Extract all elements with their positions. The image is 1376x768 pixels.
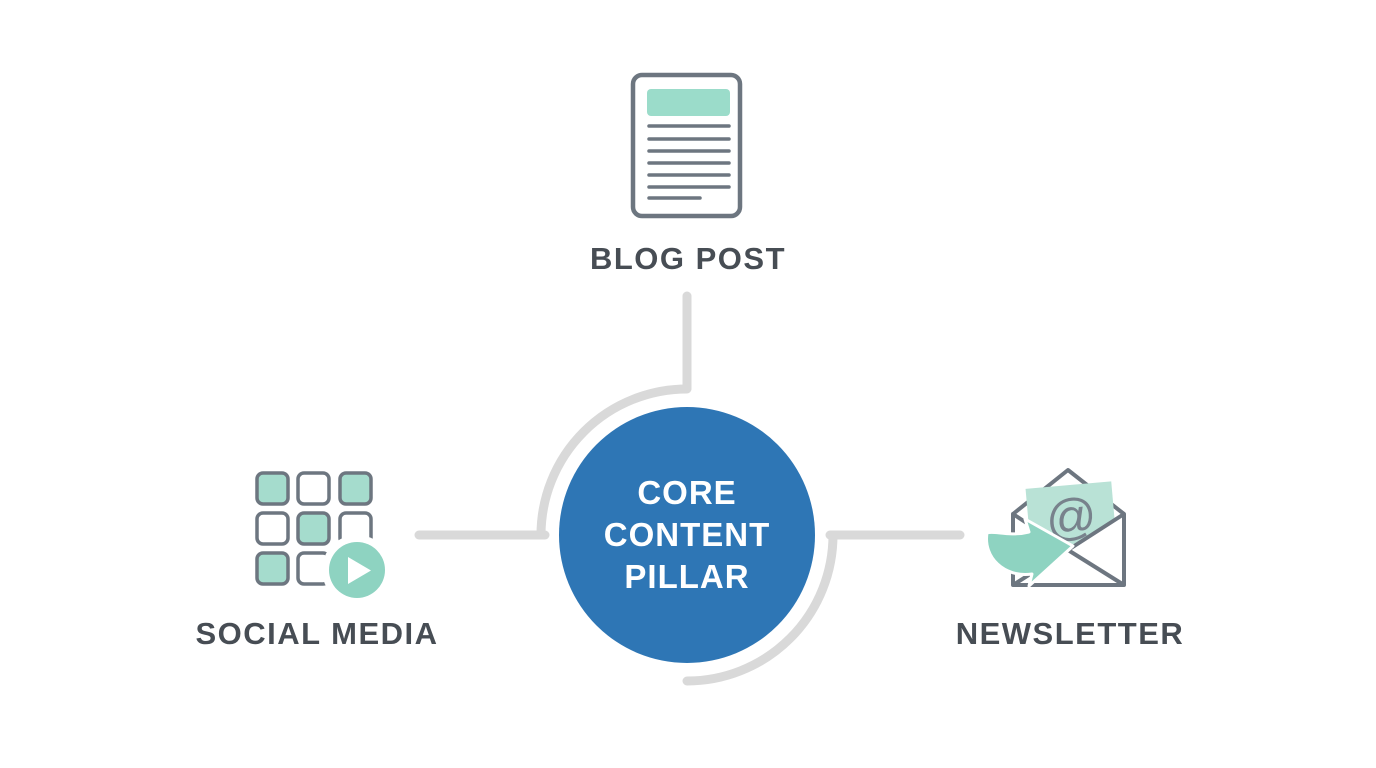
document-header-bar xyxy=(647,89,730,116)
label-social-media: SOCIAL MEDIA xyxy=(195,616,439,651)
label-blog-post: BLOG POST xyxy=(589,241,787,276)
connector-bottom-right-arc xyxy=(682,530,838,686)
newsletter-envelope-icon: @ xyxy=(985,468,1126,588)
play-triangle-icon xyxy=(348,557,371,584)
label-newsletter: NEWSLETTER xyxy=(955,616,1185,651)
social-grid-play-icon xyxy=(255,471,392,605)
connector-top-left-arc xyxy=(536,384,692,540)
blog-document-icon xyxy=(630,72,743,219)
arrow-into-envelope-icon xyxy=(985,517,1075,588)
social-grid-squares xyxy=(255,471,373,586)
pillar-line-3: PILLAR xyxy=(624,558,750,595)
pillar-text: CORE CONTENT PILLAR xyxy=(604,472,771,598)
pillar-line-2: CONTENT xyxy=(603,516,771,553)
document-text-lines xyxy=(647,124,731,200)
pillar-line-1: CORE xyxy=(637,474,737,511)
core-content-pillar-circle: CORE CONTENT PILLAR xyxy=(559,407,815,663)
